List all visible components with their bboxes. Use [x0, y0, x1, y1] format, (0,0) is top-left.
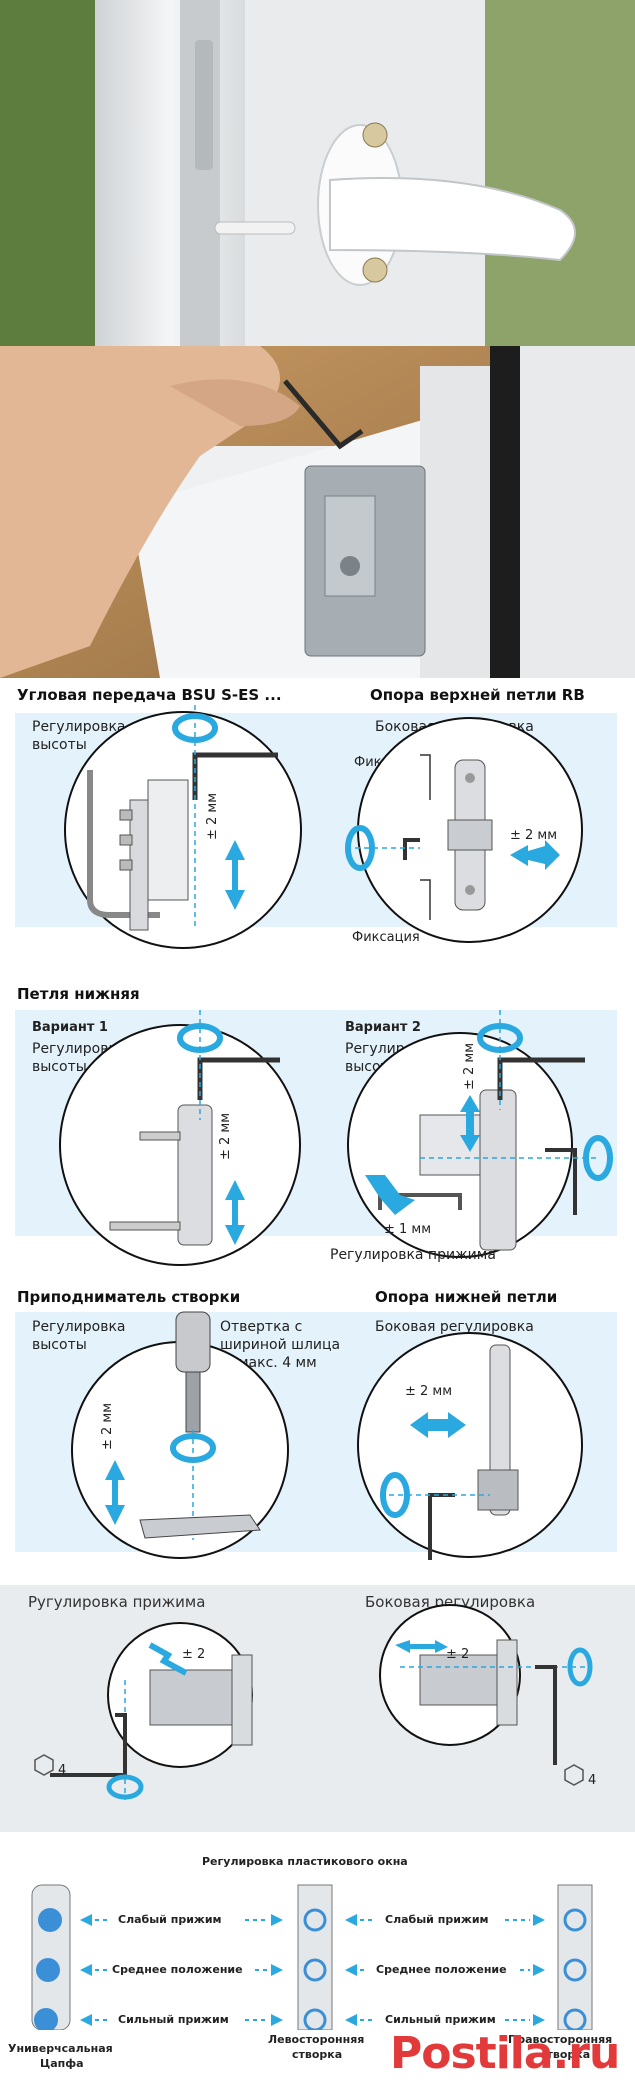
photo-hinge-adjustment: [0, 346, 635, 678]
lower-hinge-v2-dim: ± 2 мм: [462, 1042, 477, 1090]
corner-title: Угловая передача BSU S-ES ...: [17, 686, 282, 704]
upper-hinge-dim: ± 2 мм: [510, 828, 558, 843]
grey-panel: [0, 1585, 635, 1832]
lower-hinge-v1-sub-l2: высоты: [32, 1059, 87, 1075]
bottom-right-caption-l1: Правосторонняя: [508, 2033, 613, 2046]
grey-diagram: [34, 1604, 593, 1800]
grey-dim-right: ± 2: [446, 1647, 470, 1662]
bottom-medium-right: Среднее положение: [376, 1963, 507, 1976]
grey-dim-left: ± 2: [182, 1647, 206, 1662]
bottom-left-caption-l1: Универчсальная: [8, 2042, 113, 2055]
lower-hinge-v2-press: Регулировка прижима: [330, 1247, 496, 1263]
lifter-title: Приподниматель створки: [17, 1288, 241, 1306]
lower-hinge-title: Петля нижняя: [17, 985, 140, 1003]
corner-height-label-l2: высоты: [32, 737, 87, 753]
bottom-title: Регулировка пластикового окна: [202, 1855, 408, 1868]
upper-hinge-fix-bottom: Фиксация: [352, 930, 420, 945]
corner-dim: ± 2 мм: [205, 792, 220, 840]
lower-hinge-diagram: [59, 1010, 613, 1266]
lifter-screw-l2: шириной шлица: [220, 1337, 341, 1353]
lifter-dim: ± 2 мм: [100, 1402, 115, 1450]
bottom-mid-caption-l1: Левосторонняя: [268, 2033, 365, 2046]
upper-hinge-title: Опора верхней петли RB: [370, 686, 585, 704]
lower-hinge-v1-dim: ± 2 мм: [218, 1112, 233, 1160]
bottom-strong-left: Сильный прижим: [118, 2013, 229, 2026]
lifter-sub-l1: Регулировка: [32, 1319, 126, 1335]
bottom-strong-right: Сильный прижим: [385, 2013, 496, 2026]
watermark: Postila.ru: [390, 2028, 620, 2079]
lifter-screw-l1: Отвертка с: [220, 1319, 303, 1335]
lower-hinge-v2-label: Вариант 2: [345, 1020, 421, 1035]
lower-support-dim: ± 2 мм: [405, 1384, 453, 1399]
grey-hex-right: 4: [588, 1773, 597, 1788]
lower-hinge-v2-dim2: ± 1 мм: [384, 1222, 432, 1237]
bottom-weak-right: Слабый прижим: [385, 1913, 489, 1926]
lower-support-title: Опора нижней петли: [375, 1288, 558, 1306]
bottom-left-caption-l2: Цапфа: [40, 2057, 84, 2070]
lifter-sub-l2: высоты: [32, 1337, 87, 1353]
photo-window-handle: [0, 0, 635, 346]
grey-hex-left: 4: [58, 1763, 67, 1778]
bottom-mid-caption-l2: створка: [292, 2048, 343, 2061]
grey-right-title: Боковая регулировка: [365, 1593, 536, 1611]
lower-hinge-v1-label: Вариант 1: [32, 1020, 108, 1035]
bottom-weak-left: Слабый прижим: [118, 1913, 222, 1926]
grey-left-title: Ругулировка прижима: [28, 1593, 206, 1611]
lifter-diagram: [71, 1311, 583, 1560]
corner-height-label-l1: Регулировка: [32, 719, 126, 735]
bottom-right-caption-l2: створка: [540, 2048, 591, 2061]
bottom-medium-left: Среднее положение: [112, 1963, 243, 1976]
bottom-diagram: [31, 1884, 593, 2030]
lifter-screw-l3: макс. 4 мм: [238, 1355, 317, 1371]
corner-diagram: [64, 705, 583, 949]
lower-support-subtitle: Боковая регулировка: [375, 1319, 534, 1335]
